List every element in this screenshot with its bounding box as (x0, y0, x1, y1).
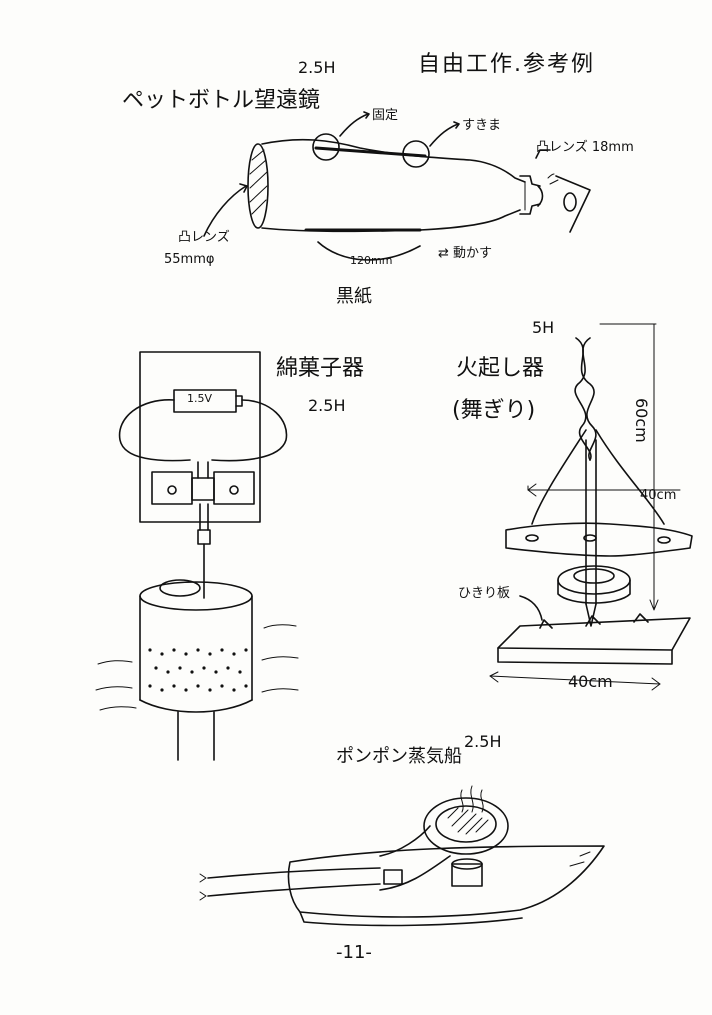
fire-starter-height-label: 60cm (632, 398, 651, 443)
fire-starter-board-label: ひきり板 (458, 586, 511, 601)
cotton-candy-title: 綿菓子器 (276, 356, 365, 381)
steam-boat-grade: 2.5H (464, 732, 502, 751)
telescope-label-gap: すきま (462, 118, 502, 133)
telescope-title: ペットボトル望遠鏡 (122, 88, 321, 113)
telescope-grade: 2.5H (298, 58, 336, 77)
steam-boat-title: ポンポン蒸気船 (336, 746, 462, 767)
telescope-label-move: ⇄ 動かす (438, 246, 493, 261)
cotton-candy-drawing (95, 351, 299, 761)
fire-starter-width-bottom: 40cm (568, 672, 613, 691)
telescope-label-fixed: 固定 (372, 108, 399, 123)
steam-boat-drawing (199, 785, 605, 927)
fire-starter-grade: 5H (532, 318, 555, 337)
cotton-candy-grade: 2.5H (308, 396, 346, 415)
objective-lens-icon (247, 143, 269, 229)
eye-icon (563, 192, 577, 212)
fire-starter-subtitle: (舞ぎり) (452, 398, 536, 423)
telescope-label-eye-lens: 凸レンズ 18mm (536, 140, 634, 155)
telescope-label-obj-lens-size: 55mmφ (164, 252, 215, 267)
telescope-label-black-paper: 黒紙 (336, 286, 372, 307)
bottle-telescope-drawing (203, 111, 591, 261)
battery-label: 1.5V (187, 392, 213, 405)
battery-icon (173, 389, 237, 413)
page-title: 自由工作.参考例 (418, 52, 595, 77)
fire-starter-width-top: 40cm (640, 488, 677, 503)
fire-starter-title: 火起し器 (456, 356, 545, 381)
telescope-label-obj-lens: 凸レンズ (178, 230, 230, 245)
fire-starter-drawing (489, 323, 693, 691)
page-number: -11- (336, 942, 372, 963)
